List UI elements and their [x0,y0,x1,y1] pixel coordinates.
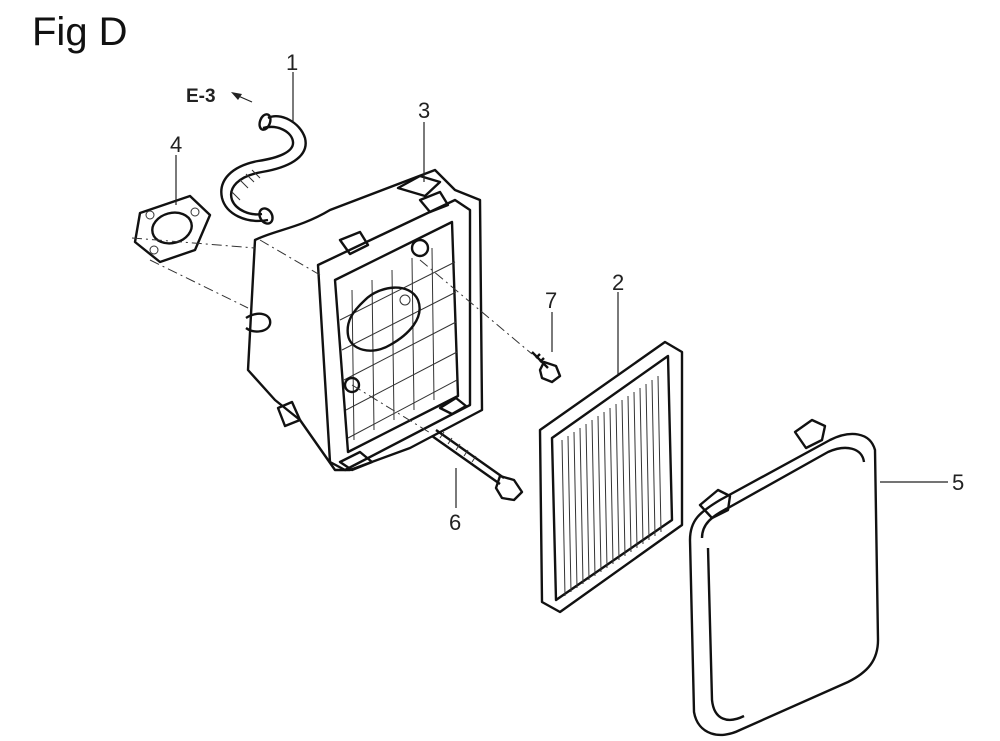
callout-4: 4 [170,132,182,157]
assembly-line-long-bolt [351,384,433,435]
assembly-line-short-bolt [419,259,533,355]
callout-6: 6 [449,510,461,535]
assembly-line-case [259,239,321,276]
leader-lines [131,72,948,508]
air-cleaner-cover [688,418,880,737]
assembly-line-gasket-top [131,237,256,249]
reference-arrowhead [231,92,242,100]
callout-1: 1 [286,50,298,75]
gasket [133,194,212,264]
reference-label: E-3 [186,86,216,107]
air-cleaner-case [245,168,484,472]
callout-2: 2 [612,270,624,295]
long-bolt [431,429,524,502]
short-bolt [531,351,562,384]
air-filter-element [538,340,684,614]
callout-numbers: 1 2 3 4 5 6 7 [170,50,964,535]
reference-pointer: E-3 [186,86,253,107]
figure-title: Fig D [32,10,128,54]
assembly-line-gasket-bottom [149,259,249,309]
callout-7: 7 [545,288,557,313]
callout-5: 5 [952,470,964,495]
callout-3: 3 [418,98,430,123]
breather-tube [220,113,307,225]
